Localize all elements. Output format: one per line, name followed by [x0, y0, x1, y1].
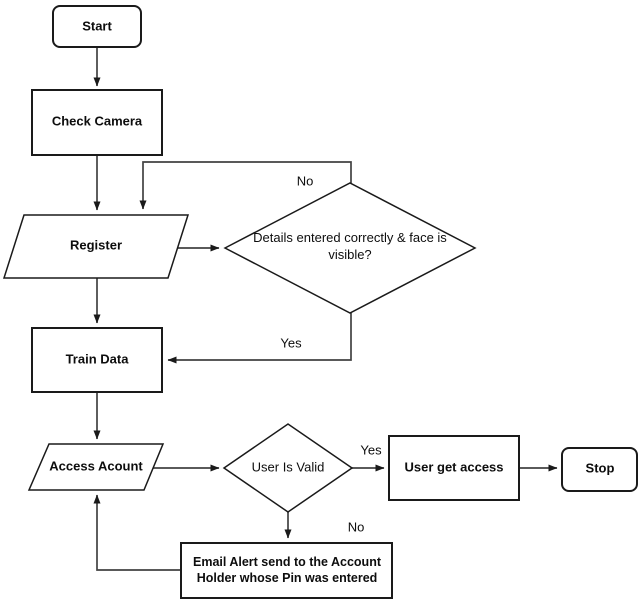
edge-details-yes-to-train-data — [167, 313, 352, 364]
edge-email-alert-to-access-account — [93, 494, 181, 571]
node-label-start: Start — [82, 18, 112, 34]
node-label-check-camera: Check Camera — [51, 113, 143, 129]
node-label-stop: Stop — [585, 460, 615, 476]
node-label-user-get-access: User get access — [404, 459, 504, 475]
node-label-email-alert: Email Alert send to the Account Holder w… — [183, 554, 391, 587]
access-account-io-shape — [27, 443, 165, 491]
train-data-process-shape — [31, 327, 163, 393]
details-decision-line-1: Details entered correctly & face is — [253, 230, 447, 246]
user-get-access-process-shape — [388, 435, 520, 501]
start-terminator-shape — [52, 5, 142, 48]
node-label-register: Register — [69, 237, 123, 253]
edge-label-details-no: No — [296, 173, 314, 189]
node-label-train-data: Train Data — [65, 351, 129, 367]
edge-label-details-yes: Yes — [280, 335, 302, 351]
user-valid-decision-diamond-shape — [222, 423, 354, 513]
node-label-details-decision: Details entered correctly & face is visi… — [225, 230, 475, 264]
node-label-access-account: Access Acount — [49, 458, 143, 474]
node-label-user-valid: User Is Valid — [251, 459, 325, 475]
details-decision-diamond-shape — [223, 182, 477, 314]
email-alert-process-shape — [180, 542, 393, 599]
edge-label-valid-yes: Yes — [360, 442, 382, 458]
stop-terminator-shape — [561, 447, 638, 492]
edge-details-no-to-register — [139, 161, 352, 210]
email-alert-line-1: Email Alert send to the Account — [193, 554, 381, 569]
check-camera-process-shape — [31, 89, 163, 156]
register-io-shape — [2, 214, 190, 279]
edge-label-valid-no: No — [347, 519, 365, 535]
email-alert-line-2: Holder whose Pin was entered — [196, 571, 378, 585]
details-decision-line-2: visible? — [328, 247, 372, 262]
